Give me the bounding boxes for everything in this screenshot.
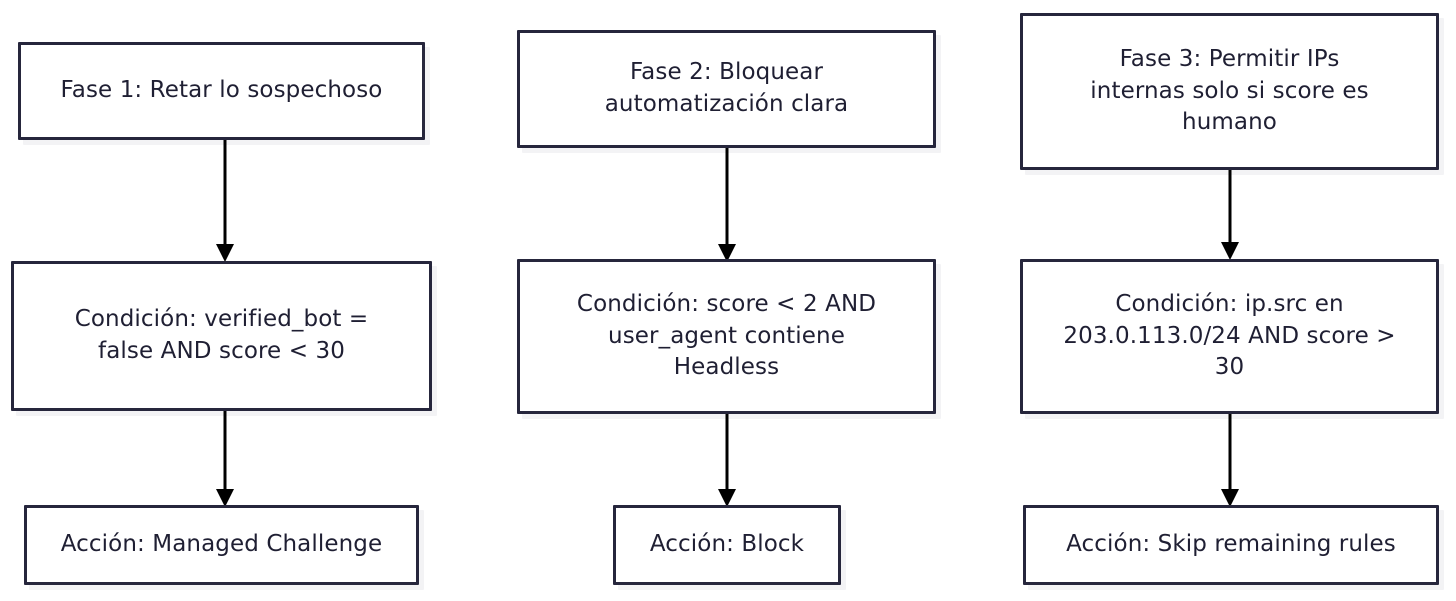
edge-phase2-to-cond2 — [708, 148, 746, 262]
node-act2-label: Acción: Block — [649, 531, 805, 558]
node-act3-label: Acción: Skip remaining rules — [1066, 531, 1396, 558]
node-phase1[interactable]: Fase 1: Retar lo sospechoso — [18, 42, 425, 140]
node-cond3[interactable]: Condición: ip.src en 203.0.113.0/24 AND … — [1020, 259, 1439, 414]
edge-cond1-to-act1 — [206, 411, 244, 507]
node-phase2-label: Fase 2: Bloquear automatización clara — [604, 59, 849, 117]
node-cond3-label: Condición: ip.src en 203.0.113.0/24 AND … — [1063, 290, 1396, 381]
edge-phase3-to-cond3 — [1211, 170, 1249, 260]
node-act2[interactable]: Acción: Block — [613, 505, 841, 585]
node-phase3[interactable]: Fase 3: Permitir IPs internas solo si sc… — [1020, 13, 1439, 170]
node-act3[interactable]: Acción: Skip remaining rules — [1023, 505, 1439, 585]
node-cond1[interactable]: Condición: verified_bot = false AND scor… — [11, 261, 432, 411]
edge-phase1-to-cond1 — [206, 140, 244, 262]
node-act1-label: Acción: Managed Challenge — [60, 531, 383, 558]
node-cond1-label: Condición: verified_bot = false AND scor… — [74, 306, 369, 364]
node-phase3-label: Fase 3: Permitir IPs internas solo si sc… — [1090, 45, 1369, 136]
node-act1[interactable]: Acción: Managed Challenge — [24, 505, 419, 585]
node-phase1-label: Fase 1: Retar lo sospechoso — [60, 77, 383, 104]
edge-cond3-to-act3 — [1211, 414, 1249, 507]
node-cond2[interactable]: Condición: score < 2 AND user_agent cont… — [517, 259, 936, 414]
node-cond2-label: Condición: score < 2 AND user_agent cont… — [576, 290, 877, 381]
node-phase2[interactable]: Fase 2: Bloquear automatización clara — [517, 30, 936, 148]
edge-cond2-to-act2 — [708, 414, 746, 507]
